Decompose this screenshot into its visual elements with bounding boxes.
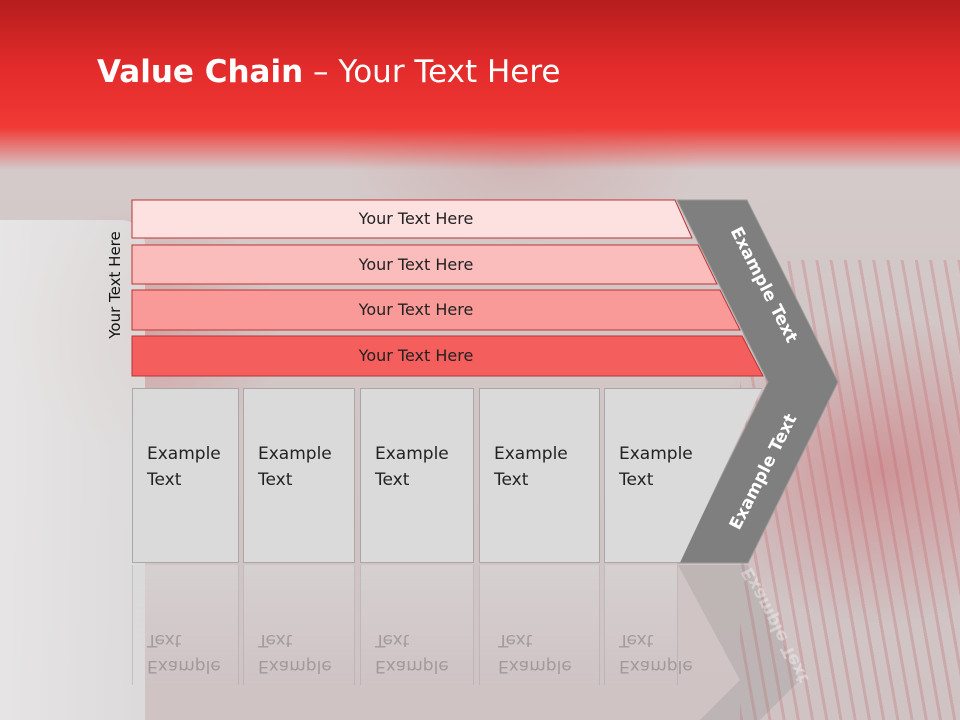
side-label-text: Your Text Here: [106, 231, 124, 339]
card-3: Example Text: [360, 388, 474, 563]
card-5-reflection: Example Text: [604, 565, 693, 685]
card-5-reflection-text: Example Text: [619, 630, 693, 676]
card-1-text: Example Text: [147, 444, 221, 490]
header-bar: [0, 0, 960, 170]
striped-shirt-shape: [740, 260, 960, 720]
band-label-2: Your Text Here: [358, 255, 474, 274]
card-5-text: Example Text: [619, 444, 693, 490]
card-1-reflection: Example Text: [132, 565, 239, 685]
card-4: Example Text: [479, 388, 600, 563]
band-label-3: Your Text Here: [358, 300, 474, 319]
title-bold: Value Chain: [97, 54, 304, 90]
card-2-reflection: Example Text: [243, 565, 355, 685]
band-label-1: Your Text Here: [358, 209, 474, 228]
card-2-reflection-text: Example Text: [258, 630, 332, 676]
card-4-text: Example Text: [494, 444, 568, 490]
card-3-reflection-text: Example Text: [375, 630, 449, 676]
card-3-text: Example Text: [375, 444, 449, 490]
card-1: Example Text: [132, 388, 239, 563]
side-label: Your Text Here: [100, 200, 130, 370]
slide-title: Value Chain – Your Text Here: [97, 54, 560, 90]
card-4-reflection: Example Text: [479, 565, 600, 685]
card-3-reflection: Example Text: [360, 565, 474, 685]
title-rest: – Your Text Here: [303, 54, 561, 90]
laptop-shape: [0, 220, 145, 720]
card-2: Example Text: [243, 388, 355, 563]
card-4-reflection-text: Example Text: [498, 630, 572, 676]
card-1-reflection-text: Example Text: [147, 630, 221, 676]
card-2-text: Example Text: [258, 444, 332, 490]
band-label-4: Your Text Here: [358, 346, 474, 365]
